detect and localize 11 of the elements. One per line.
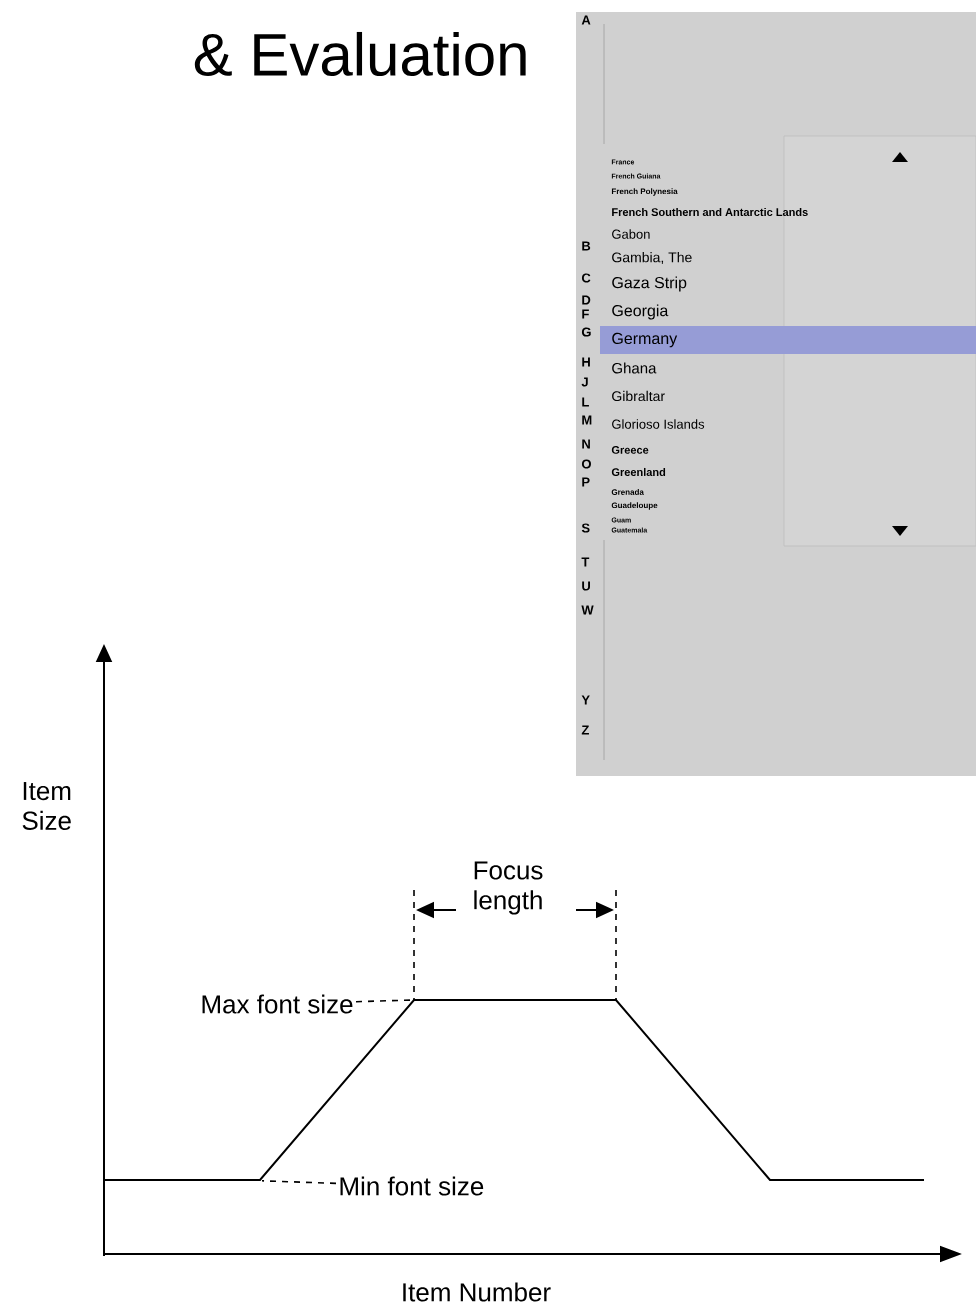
callout-label: Min font size	[340, 1176, 484, 1196]
list-item: Georgia	[612, 304, 669, 320]
list-item: Germany	[612, 332, 678, 348]
dimension-label: Focus length	[474, 861, 543, 915]
slide-title: & Evaluation	[194, 31, 526, 77]
leader-line	[355, 999, 415, 1003]
callout-label: Max font size	[202, 994, 353, 1014]
leader-line	[261, 1180, 337, 1185]
list-item: Gaza Strip	[612, 276, 687, 292]
axis-label: Item Number	[403, 1282, 551, 1302]
axis-label: Item Size	[22, 782, 71, 830]
